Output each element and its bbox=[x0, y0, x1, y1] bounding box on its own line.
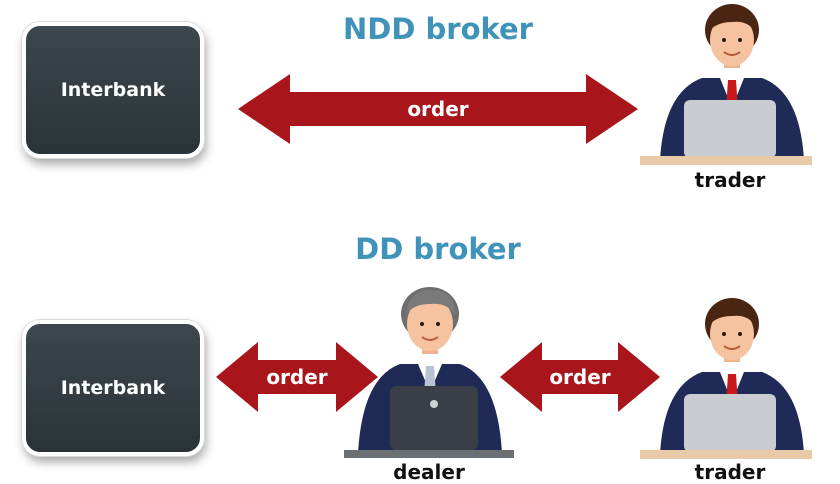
dd-left-order-label: order bbox=[266, 365, 328, 389]
dd-trader-caption: trader bbox=[694, 460, 766, 484]
ndd-title: NDD broker bbox=[343, 12, 533, 46]
dd-title: DD broker bbox=[355, 232, 521, 266]
ndd-interbank-box: Interbank bbox=[22, 22, 204, 158]
dd-interbank-label: Interbank bbox=[60, 377, 166, 399]
dd-dealer-caption: dealer bbox=[393, 460, 465, 484]
dd-right-order-label: order bbox=[549, 365, 611, 389]
ndd-order-label: order bbox=[407, 97, 469, 121]
dd-left-order-arrow: order bbox=[216, 342, 378, 412]
dd-right-order-arrow: order bbox=[500, 342, 660, 412]
trader-icon bbox=[640, 0, 812, 165]
trader-icon bbox=[640, 294, 812, 459]
dd-interbank-box: Interbank bbox=[22, 320, 204, 456]
dealer-icon bbox=[344, 282, 514, 460]
ndd-order-arrow: order bbox=[238, 74, 638, 144]
ndd-trader-caption: trader bbox=[694, 168, 766, 192]
ndd-interbank-label: Interbank bbox=[60, 79, 166, 101]
